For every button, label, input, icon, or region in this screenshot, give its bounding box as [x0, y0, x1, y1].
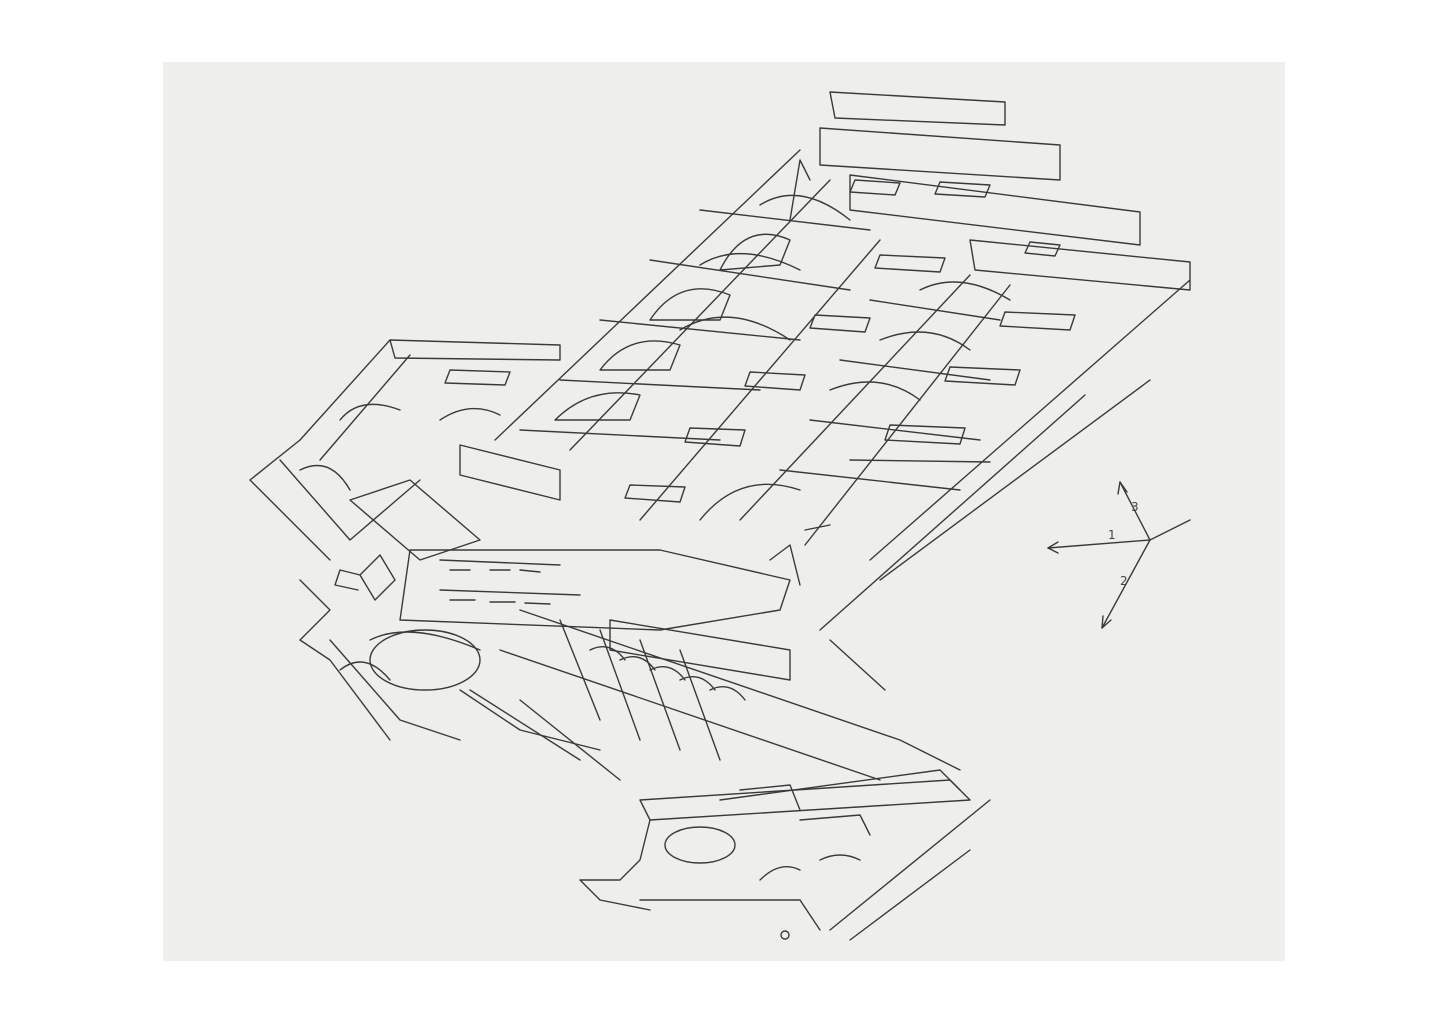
building-sketch: [249, 91, 1191, 941]
lower-dome-section: [299, 579, 601, 751]
paper-sheet: 1 2 3: [163, 62, 1285, 961]
main-wing: [494, 91, 1191, 631]
detached-lines: [789, 159, 886, 691]
bottom-end-block: [579, 769, 991, 941]
axis-label-1: 1: [1108, 528, 1116, 542]
axis-label-2: 2: [1120, 574, 1128, 588]
left-annex: [249, 339, 561, 561]
axis-label-3: 3: [1131, 500, 1139, 514]
central-tower: [334, 444, 801, 681]
axis-indicator: [1047, 481, 1191, 629]
lower-corridor: [469, 609, 961, 781]
